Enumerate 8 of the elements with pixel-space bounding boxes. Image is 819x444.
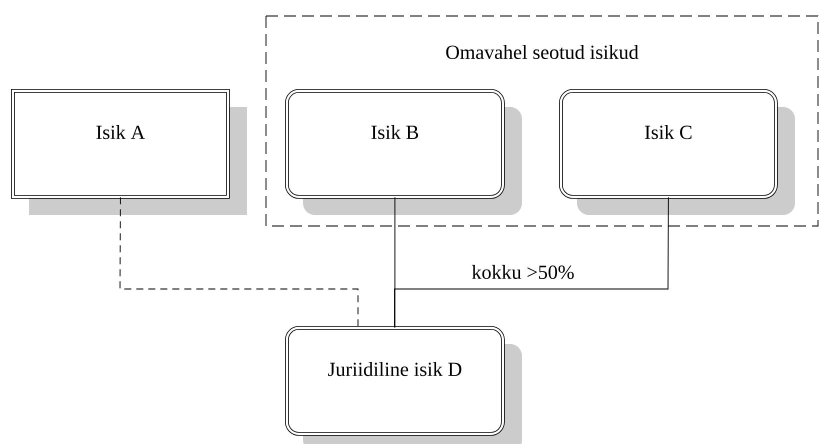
rounded-box: Juriidiline isik D (285, 326, 522, 444)
rounded-box: Isik C (559, 89, 795, 215)
edge-label: kokku >50% (470, 264, 576, 280)
rounded-box: Isik B (285, 89, 522, 215)
connector-line (120, 196, 358, 328)
connector-line (394, 196, 396, 328)
entity-box: Isik A (11, 89, 247, 215)
connector-line (394, 196, 669, 328)
